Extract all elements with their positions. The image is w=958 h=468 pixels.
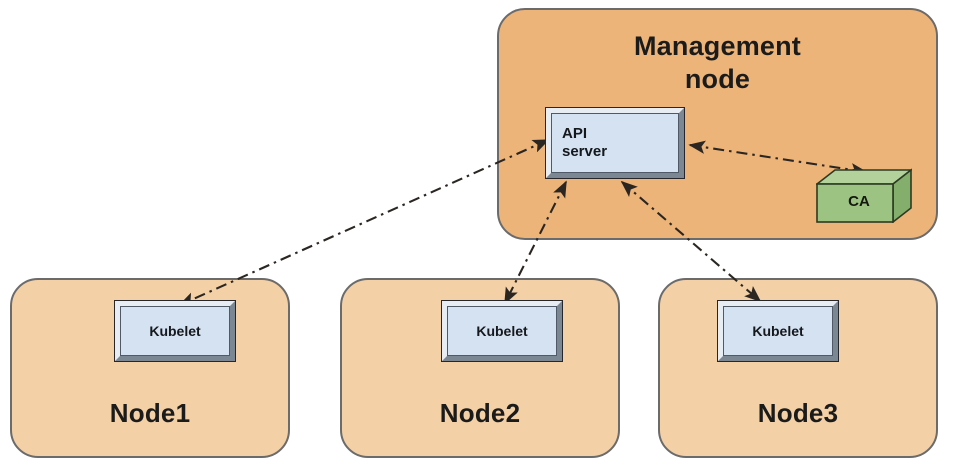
kubelet-inner-1: Kubelet — [120, 306, 230, 356]
kubelet-inner-3: Kubelet — [723, 306, 833, 356]
api-server-box[interactable]: API server — [545, 107, 685, 179]
api-server-inner: API server — [551, 113, 679, 173]
kubelet-label-1: Kubelet — [149, 322, 201, 339]
kubelet-label-3: Kubelet — [752, 322, 804, 339]
kubelet-box-3[interactable]: Kubelet — [717, 300, 839, 362]
management-node-title: Management node — [633, 31, 802, 94]
ca-box[interactable]: CA — [816, 167, 912, 223]
kubelet-label-2: Kubelet — [476, 322, 528, 339]
kubelet-box-1[interactable]: Kubelet — [114, 300, 236, 362]
ca-cuboid-icon — [816, 168, 912, 223]
worker-node-title-2: Node2 — [439, 398, 521, 428]
kubelet-box-2[interactable]: Kubelet — [441, 300, 563, 362]
ca-label: CA — [848, 193, 870, 210]
worker-node-title-3: Node3 — [757, 398, 839, 428]
worker-node-title-1: Node1 — [109, 398, 191, 428]
api-server-label: API server — [562, 125, 608, 160]
kubelet-inner-2: Kubelet — [447, 306, 557, 356]
